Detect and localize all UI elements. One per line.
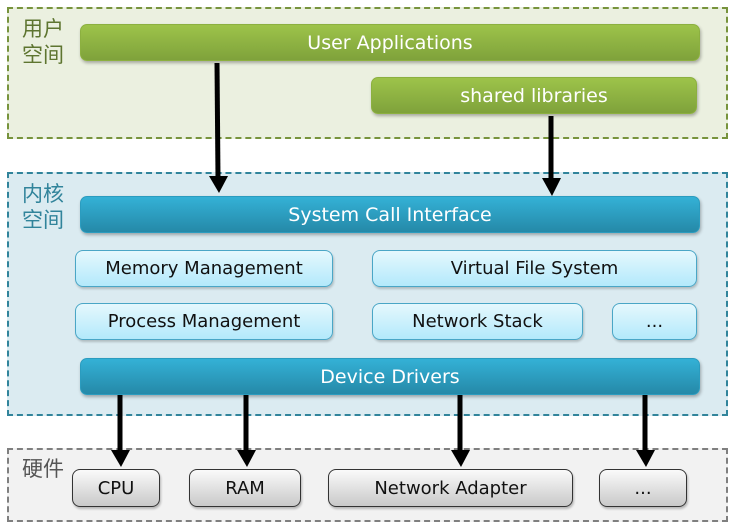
- arrow-user-applications-to-syscall: [209, 62, 228, 193]
- memory-management-block: Memory Management: [75, 250, 333, 287]
- user-space-label: 用户空间: [22, 17, 64, 67]
- kernel-more-block: ...: [612, 303, 697, 340]
- arrow-drivers-to-network-adapter: [451, 395, 470, 467]
- hardware-label: 硬件: [22, 457, 64, 481]
- process-management-block: Process Management: [75, 303, 333, 340]
- network-stack-block: Network Stack: [372, 303, 583, 340]
- system-call-interface-block: System Call Interface: [80, 196, 700, 233]
- user-applications-block: User Applications: [80, 24, 700, 61]
- arrow-drivers-to-ram: [237, 395, 256, 467]
- shared-libraries-block: shared libraries: [371, 77, 697, 114]
- ram-block: RAM: [189, 469, 301, 507]
- device-drivers-block: Device Drivers: [80, 358, 700, 395]
- cpu-block: CPU: [72, 469, 160, 507]
- arrow-drivers-to-hardware-more: [636, 395, 655, 467]
- hardware-more-block: ...: [599, 469, 687, 507]
- arrow-drivers-to-cpu: [111, 395, 130, 467]
- virtual-file-system-block: Virtual File System: [372, 250, 697, 287]
- arrow-shared-libraries-to-syscall: [542, 116, 561, 196]
- network-adapter-block: Network Adapter: [328, 469, 573, 507]
- kernel-space-label: 内核空间: [22, 182, 64, 232]
